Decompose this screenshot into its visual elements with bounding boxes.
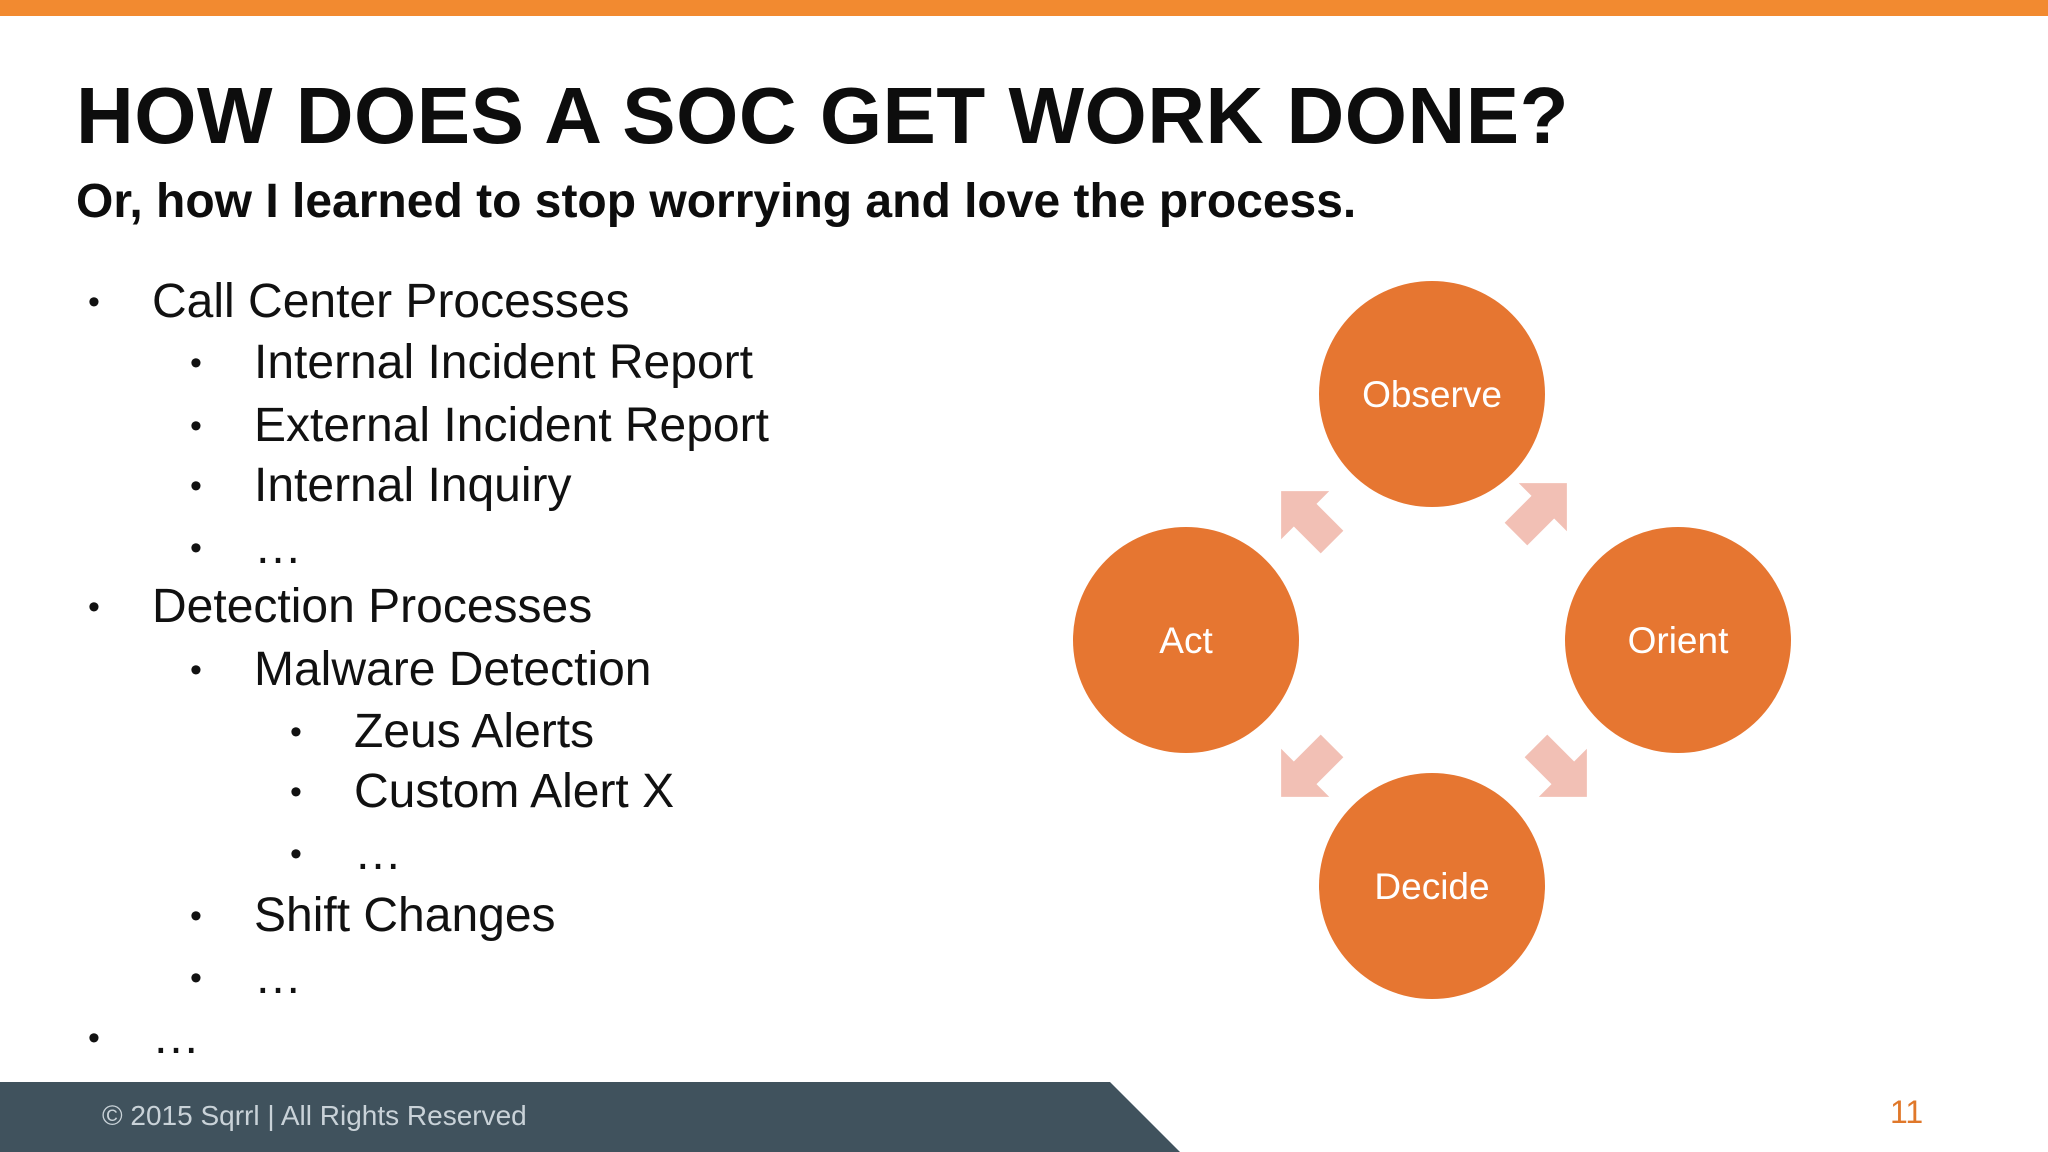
bullet-dot: • — [88, 1019, 100, 1057]
bullet-text: Custom Alert X — [354, 765, 675, 818]
bullet-text: … — [354, 827, 402, 880]
bullet-text: External Incident Report — [254, 399, 769, 452]
bullet-text: Detection Processes — [152, 580, 593, 633]
cycle-arrow-icon — [1524, 734, 1587, 797]
top-accent-bar — [0, 0, 2048, 16]
cycle-node-label: Observe — [1362, 374, 1502, 415]
bullet-text: Internal Incident Report — [254, 336, 753, 389]
bullet-dot: • — [190, 651, 202, 689]
bullet-text: Shift Changes — [254, 889, 556, 942]
bullet-dot: • — [88, 283, 100, 321]
bullet-dot: • — [190, 529, 202, 567]
bullet-text: Internal Inquiry — [254, 459, 572, 512]
cycle-node-label: Orient — [1628, 620, 1729, 661]
bullet-text: Zeus Alerts — [354, 705, 595, 758]
bullet-dot: • — [190, 959, 202, 997]
cycle-arrow-icon — [1281, 491, 1344, 554]
cycle-arrow-icon — [1504, 483, 1567, 546]
cycle-arrow-icon — [1281, 734, 1344, 797]
bullet-text: Malware Detection — [254, 643, 652, 696]
bullet-dot: • — [290, 773, 302, 811]
bullet-dot: • — [290, 713, 302, 751]
bullet-dot: • — [190, 344, 202, 382]
footer-copyright: © 2015 Sqrrl | All Rights Reserved — [102, 1100, 527, 1131]
slide-subtitle: Or, how I learned to stop worrying and l… — [76, 175, 1357, 228]
cycle-node-label: Act — [1159, 620, 1213, 661]
bullet-list: • Call Center Processes • Internal Incident… — [0, 0, 900, 1080]
slide-title: HOW DOES A SOC GET WORK DONE? — [76, 71, 1570, 160]
bullet-text: … — [254, 521, 302, 574]
bullet-dot: • — [190, 897, 202, 935]
cycle-node-orient — [1565, 527, 1791, 753]
cycle-node-observe — [1319, 281, 1545, 507]
bullet-text: … — [152, 1011, 200, 1064]
bullet-dot: • — [190, 407, 202, 445]
footer-bar — [0, 1082, 1180, 1152]
cycle-node-decide — [1319, 773, 1545, 999]
cycle-node-label: Decide — [1374, 866, 1489, 907]
bullet-dot: • — [190, 467, 202, 505]
bullet-text: … — [254, 951, 302, 1004]
page-number: 11 — [1890, 1094, 1924, 1130]
bullet-dot: • — [88, 588, 100, 626]
bullet-text: Call Center Processes — [152, 275, 630, 328]
footer: © 2015 Sqrrl | All Rights Reserved 11 — [0, 1082, 2048, 1152]
bullet-dot: • — [290, 835, 302, 873]
cycle-node-act — [1073, 527, 1299, 753]
